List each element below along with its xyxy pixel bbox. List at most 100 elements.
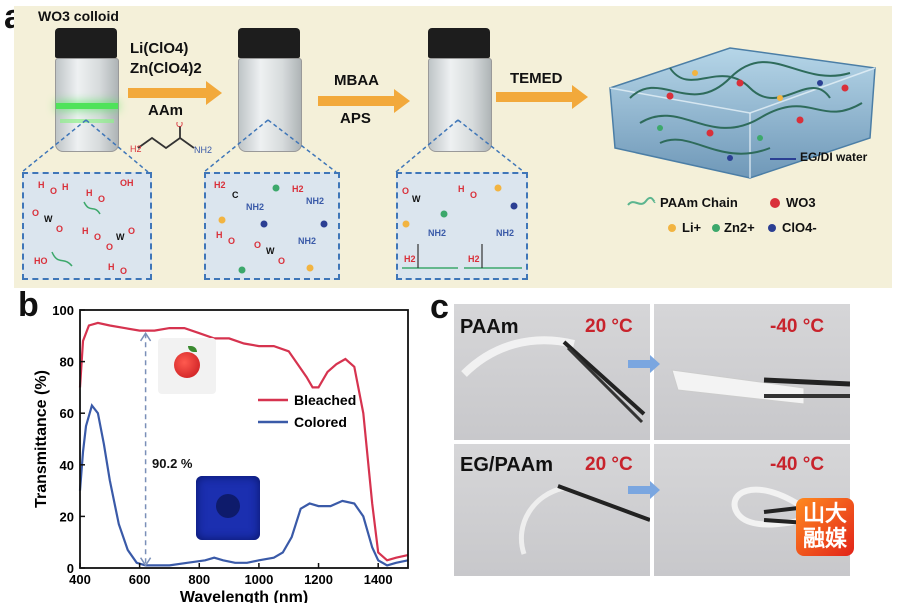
svg-text:W: W (116, 232, 125, 242)
svg-text:O: O (120, 266, 127, 276)
series-line-colored (78, 403, 409, 567)
step2-arrow (318, 89, 410, 113)
vial-2-cap (238, 28, 300, 58)
vial-2-body (238, 58, 302, 152)
svg-text:NH2: NH2 (428, 228, 446, 238)
eg-di-water-pointer (770, 158, 796, 160)
apple-bleached-icon (174, 352, 200, 378)
step2-line-2: APS (340, 110, 371, 127)
step1-line-2: Zn(ClO4)2 (130, 60, 202, 77)
svg-text:NH2: NH2 (298, 236, 316, 246)
y-tick-label: 0 (67, 561, 74, 576)
plot-frame (79, 309, 409, 569)
watermark-logo: 山大融媒 (796, 498, 854, 556)
vial-1-body (55, 58, 119, 152)
apple-colored-inset (196, 476, 260, 540)
svg-text:O: O (176, 122, 183, 129)
svg-text:H2: H2 (404, 254, 416, 264)
apple-bleached-inset (158, 338, 216, 394)
svg-text:O: O (32, 208, 39, 218)
step2-line-1: MBAA (334, 72, 379, 89)
svg-text:OH: OH (120, 178, 134, 188)
egpaam-label: EG/PAAm (460, 454, 553, 476)
x-tick-label: 1200 (304, 572, 333, 587)
paam-warm-temp: 20 °C (585, 316, 633, 337)
legend-zn-label: Zn2+ (724, 220, 755, 235)
svg-text:H2: H2 (130, 144, 142, 154)
svg-text:NH2: NH2 (194, 145, 212, 155)
difference-arrow-down-icon (139, 557, 152, 567)
zn-legend-icon (712, 224, 720, 232)
step1-line-1: Li(ClO4) (130, 40, 189, 57)
x-tick-label: 1400 (364, 572, 393, 587)
svg-text:O: O (106, 242, 113, 252)
y-axis-label: Transmittance (%) (33, 370, 50, 508)
y-tick-label: 100 (52, 303, 74, 318)
svg-text:W: W (266, 246, 275, 256)
x-tick-label: 600 (129, 572, 151, 587)
vial-3-cap (428, 28, 490, 58)
li-legend-icon (668, 224, 676, 232)
svg-text:H: H (86, 188, 93, 198)
svg-text:O: O (470, 190, 477, 200)
wo3-colloid-label: WO3 colloid (38, 8, 119, 24)
svg-text:H: H (458, 184, 465, 194)
svg-text:H2: H2 (214, 180, 226, 190)
svg-text:W: W (412, 194, 421, 204)
panel-c-label: c (430, 288, 449, 326)
vial-3-body (428, 58, 492, 152)
legend-chain-label: PAAm Chain (660, 195, 738, 210)
y-tick-label: 20 (60, 509, 74, 524)
step1-line-3: AAm (148, 102, 184, 119)
x-tick-label: 1000 (244, 572, 273, 587)
svg-text:NH2: NH2 (306, 196, 324, 206)
svg-text:O: O (56, 224, 63, 234)
legend-clo4-label: ClO4- (782, 220, 817, 235)
svg-text:O: O (278, 256, 285, 266)
hydrogel-illustration (609, 47, 876, 179)
svg-text:H: H (82, 226, 89, 236)
wo3-legend-icon (770, 198, 780, 208)
chain-legend-icon (627, 196, 656, 206)
svg-text:O: O (50, 186, 57, 196)
egpaam-warm-temp: 20 °C (585, 454, 633, 475)
watermark-logo-text: 山大融媒 (802, 502, 847, 552)
svg-text:H2: H2 (468, 254, 480, 264)
svg-text:O: O (94, 232, 101, 242)
paam-label: PAAm (460, 316, 519, 338)
photo-egpaam-warm (454, 444, 650, 576)
svg-text:HO: HO (34, 256, 48, 266)
legend-li-label: Li+ (682, 220, 702, 235)
svg-text:O: O (402, 186, 409, 196)
svg-text:H: H (108, 262, 115, 272)
y-tick-label: 80 (60, 355, 74, 370)
x-tick-label: 800 (188, 572, 210, 587)
transmittance-difference-annotation: 90.2 % (152, 456, 193, 471)
legend-label-bleached: Bleached (294, 392, 356, 408)
step1-arrow (128, 81, 222, 105)
eg-di-water-label: EG/DI water (800, 150, 868, 164)
zoom-funnel-lines (21, 119, 525, 173)
legend-wo3-label: WO3 (786, 195, 816, 210)
vial-1-cap (55, 28, 117, 58)
svg-text:H2: H2 (292, 184, 304, 194)
clo4-legend-icon (768, 224, 776, 232)
svg-text:O: O (254, 240, 261, 250)
svg-text:C: C (232, 190, 239, 200)
svg-text:O: O (228, 236, 235, 246)
paam-transition-arrow (628, 355, 660, 373)
svg-text:H: H (216, 230, 223, 240)
series-line-bleached (78, 321, 409, 562)
photo-paam-cold (654, 304, 850, 440)
svg-text:O: O (98, 194, 105, 204)
svg-text:H: H (38, 180, 45, 190)
svg-text:NH2: NH2 (246, 202, 264, 212)
panel-b-label: b (18, 286, 39, 324)
